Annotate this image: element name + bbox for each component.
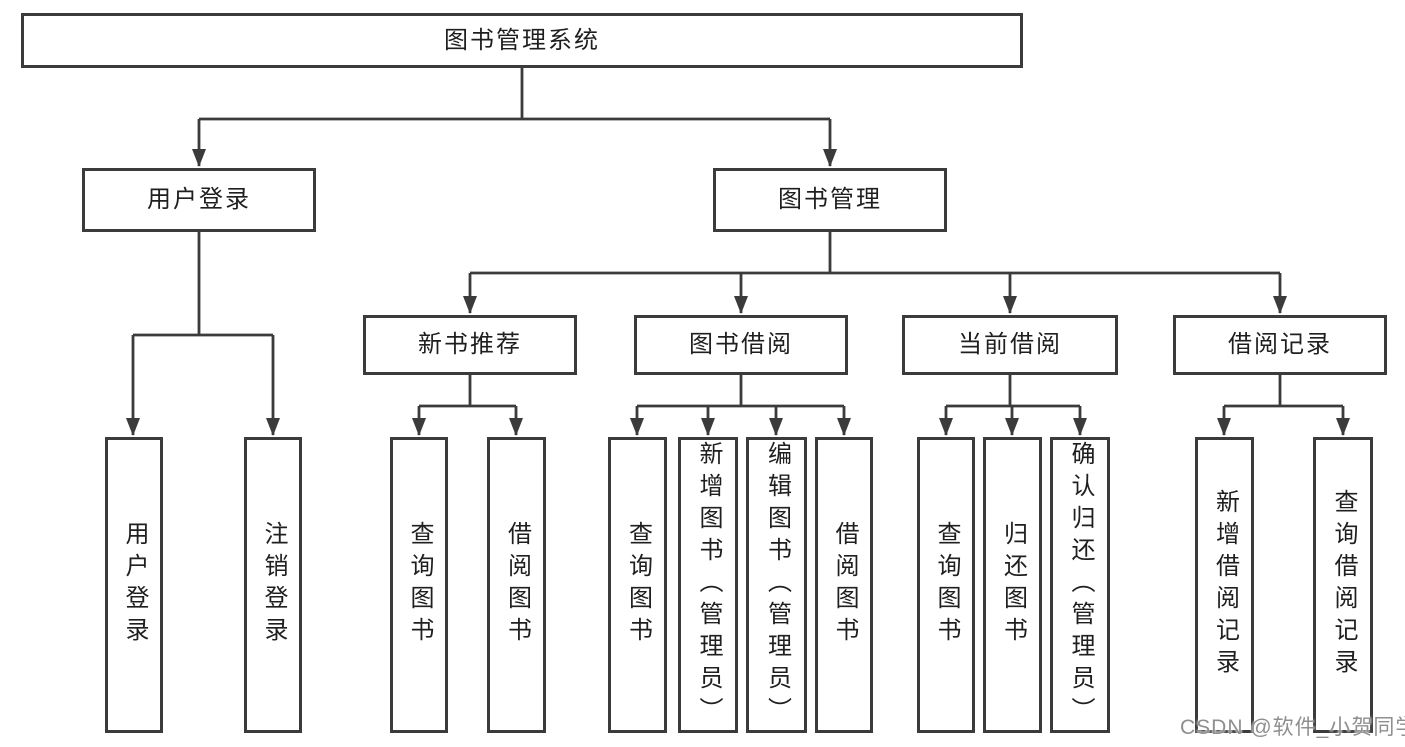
node-new-book-recommend: 新书推荐 (363, 315, 577, 375)
leaf-query-borrow-record: 查询借阅记录 (1313, 437, 1373, 733)
node-borrow-records: 借阅记录 (1173, 315, 1387, 375)
leaf-add-borrow-record: 新增借阅记录 (1195, 437, 1254, 733)
leaf-query-books-borrow: 查询图书 (608, 437, 667, 733)
leaf-edit-book-admin: 编辑图书（管理员） (746, 437, 807, 733)
leaf-return-books: 归还图书 (983, 437, 1042, 733)
leaf-borrow-books: 借阅图书 (815, 437, 873, 733)
csdn-watermark: CSDN @软件_小贺同学 (1180, 716, 1405, 739)
node-book-management: 图书管理 (713, 168, 947, 232)
leaf-borrow-books-recommend: 借阅图书 (487, 437, 546, 733)
node-book-borrow: 图书借阅 (634, 315, 848, 375)
node-library-system: 图书管理系统 (21, 13, 1023, 68)
leaf-user-login: 用户登录 (105, 437, 163, 733)
node-current-borrow: 当前借阅 (902, 315, 1118, 375)
leaf-logout: 注销登录 (244, 437, 302, 733)
node-user-login: 用户登录 (82, 168, 316, 232)
leaf-add-book-admin: 新增图书（管理员） (678, 437, 738, 733)
leaf-query-books-recommend: 查询图书 (390, 437, 448, 733)
leaf-confirm-return-admin: 确认归还（管理员） (1050, 437, 1110, 733)
leaf-query-books-current: 查询图书 (917, 437, 975, 733)
